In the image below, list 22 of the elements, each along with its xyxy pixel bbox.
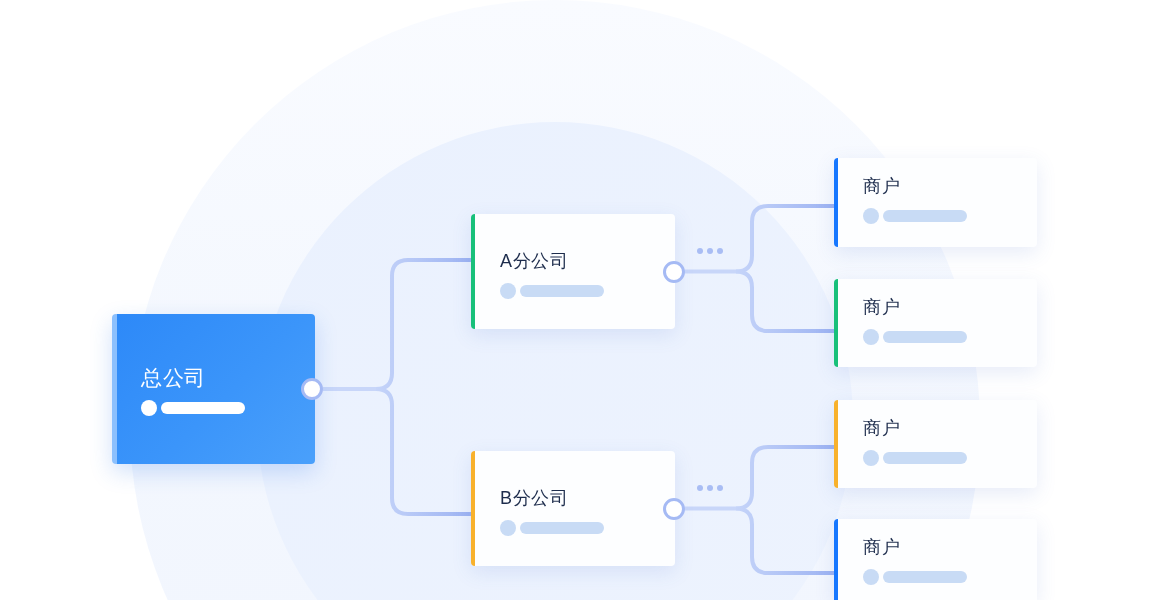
org-card (834, 279, 1037, 367)
node-title: B分公司 (500, 487, 568, 510)
node-title: 商户 (863, 536, 900, 559)
connector-line (685, 269, 736, 274)
connector-line (735, 269, 834, 333)
node-title: A分公司 (500, 250, 568, 273)
connector-line (685, 506, 736, 511)
head-office-card (112, 314, 315, 464)
node-title: 总公司 (141, 365, 206, 391)
connector-line (375, 387, 471, 516)
connector-line (735, 445, 834, 511)
connector-line (735, 506, 834, 575)
org-card (471, 214, 675, 329)
org-card (834, 519, 1037, 600)
node-title: 商户 (863, 175, 900, 198)
node-title: 商户 (863, 417, 900, 440)
org-card (834, 400, 1037, 488)
connector-line (735, 204, 834, 274)
org-card (834, 158, 1037, 247)
connector-line (323, 387, 376, 391)
node-title: 商户 (863, 296, 900, 319)
org-card (471, 451, 675, 566)
